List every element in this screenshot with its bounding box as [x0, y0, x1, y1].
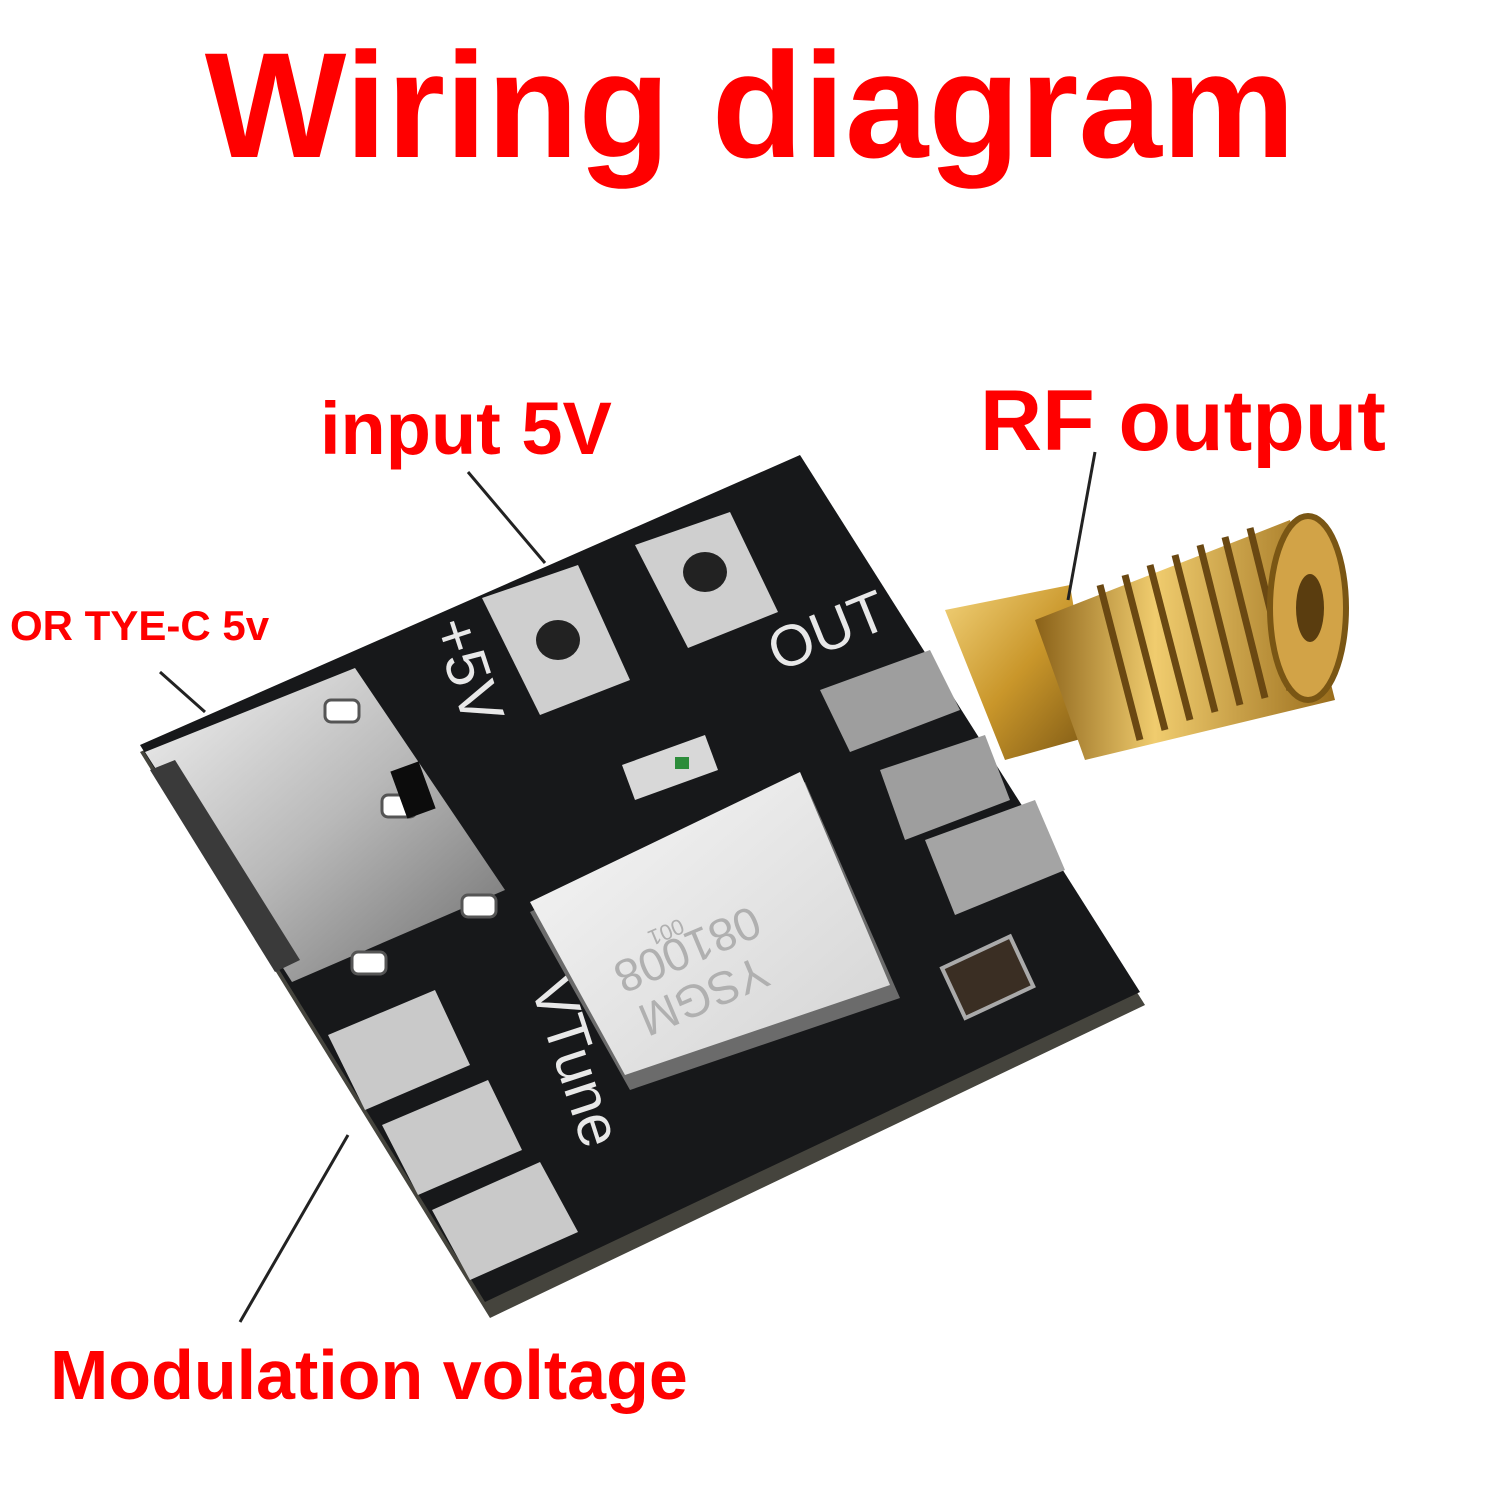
vtune-pad-2 [382, 1080, 522, 1195]
leader-lines [159, 451, 1097, 1323]
plus5v-pad-hole [536, 620, 580, 660]
led [622, 735, 718, 800]
vco-chip [530, 772, 890, 1075]
typec-tab-1 [323, 698, 361, 724]
capacitor [939, 933, 1036, 1021]
sma-thread [1096, 527, 1294, 741]
leader-typec [159, 670, 206, 714]
solder-pad-3 [925, 800, 1065, 915]
leader-rf [1066, 451, 1097, 601]
solder-pad-2 [880, 735, 1010, 840]
rf-output-label: RF output [980, 373, 1386, 469]
leader-input [466, 471, 547, 564]
ic-small [390, 761, 436, 819]
out-pad-hole [683, 552, 727, 592]
typec-label: OR TYE-C 5v [10, 602, 270, 649]
vtune-pad-1 [328, 990, 470, 1110]
leader-modulation [238, 1134, 350, 1323]
typec-tab-3 [460, 893, 498, 919]
solder-pad-1 [820, 650, 960, 752]
led-dot [675, 757, 689, 769]
typec-opening [150, 760, 300, 972]
typec-connector [145, 668, 505, 982]
modulation-voltage-label: Modulation voltage [50, 1336, 688, 1414]
input-5v-label: input 5V [320, 387, 612, 470]
typec-tab-4 [350, 950, 388, 976]
diagram-title: Wiring diagram [204, 21, 1296, 189]
sma-center [1296, 574, 1324, 642]
vtune-pad-3 [432, 1162, 578, 1280]
